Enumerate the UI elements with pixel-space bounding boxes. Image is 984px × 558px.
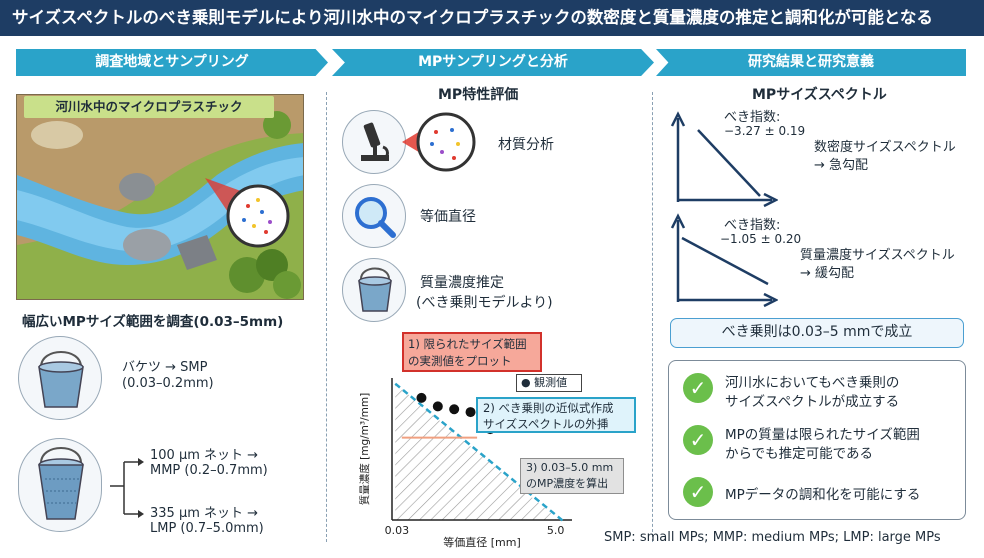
equivalent-diameter-label: 等価直径 [420, 209, 476, 225]
x-tick-label: 5.0 [547, 524, 565, 537]
number-spectrum-line2: → 急勾配 [814, 158, 869, 173]
microscope-icon [361, 122, 389, 161]
callout-step2-line2: サイズスペクトルの外挿 [483, 417, 609, 431]
river-illustration [16, 94, 304, 300]
mass-spectrum-graph [670, 213, 778, 308]
number-spectrum-line1: 数密度サイズスペクトル [814, 140, 956, 155]
bucket-icon [358, 267, 392, 312]
section-header-sampling-analysis: MPサンプリングと分析 [332, 49, 654, 76]
mass-estimation-label-line1: 質量濃度推定 [420, 275, 504, 291]
result3-line1: MPデータの調和化を可能にする [725, 487, 921, 503]
callout-step3-line1: 3) 0.03–5.0 mm [526, 461, 614, 474]
callout-step3-line2: のMP濃度を算出 [526, 477, 609, 490]
net335-text-line2: LMP (0.7–5.0mm) [150, 521, 264, 536]
net-icon [38, 447, 84, 520]
section-header-results: 研究結果と研究意義 [656, 49, 966, 76]
x-axis-label: 等価直径 [mm] [443, 535, 521, 548]
net100-text-line2: MMP (0.2–0.7mm) [150, 463, 268, 478]
check-icon: ✓ [683, 477, 713, 507]
callout-step1-line2: の実測値をプロット [408, 354, 512, 368]
callout-step2-line1: 2) べき乗則の近似式作成 [483, 401, 614, 415]
callout-step3: 3) 0.03–5.0 mm のMP濃度を算出 [520, 458, 624, 494]
callout-step1-line1: 1) 限られたサイズ範囲 [408, 337, 527, 351]
mass-bucket-circle [342, 258, 406, 322]
number-spectrum-graph [670, 111, 778, 208]
net100-text-line1: 100 μm ネット → [150, 448, 259, 463]
observed-point [449, 404, 460, 415]
bucket-text-line1: バケツ → SMP [122, 360, 208, 375]
result2-line2: からでも推定可能である [725, 446, 873, 462]
exponent2-value: −1.05 ± 0.20 [720, 232, 802, 246]
power-law-banner: べき乗則は0.03–5 mmで成立 [670, 318, 964, 348]
characterization-heading: MP特性評価 [438, 87, 519, 103]
result1-line2: サイズスペクトルが成立する [725, 394, 900, 410]
bucket-icon [38, 351, 84, 408]
check-icon: ✓ [683, 373, 713, 403]
size-spectrum-heading: MPサイズスペクトル [752, 87, 887, 103]
callout-step1: 1) 限られたサイズ範囲 の実測値をプロット [402, 332, 542, 372]
abbreviation-footnote: SMP: small MPs; MMP: medium MPs; LMP: la… [604, 530, 941, 545]
y-axis-label: 質量濃度 [mg/m³/mm] [358, 393, 371, 505]
observed-point [416, 392, 427, 403]
material-analysis-label: 材質分析 [498, 137, 554, 153]
exponent1-label: べき指数: [724, 110, 781, 125]
section-header-survey: 調査地域とサンプリング [16, 49, 328, 76]
observed-point [465, 407, 476, 418]
chart-legend: ● 観測値 [516, 374, 582, 392]
magnifier-icon [355, 197, 396, 238]
magnifier-callout-left [205, 178, 290, 248]
observed-point [432, 401, 443, 412]
result2-line1: MPの質量は限られたサイズ範囲 [725, 427, 920, 443]
column-divider-left [326, 92, 327, 542]
branch-connector [110, 458, 144, 518]
exponent2-label: べき指数: [724, 218, 781, 233]
mass-concentration-chart: 0.03 5.0 等価直径 [mm] 質量濃度 [mg/m³/mm] [358, 378, 572, 548]
result1-line1: 河川水においてもべき乗則の [725, 375, 900, 391]
mass-estimation-label-line2: (べき乗則モデルより) [416, 295, 553, 311]
page-title: サイズスペクトルのべき乗則モデルにより河川水中のマイクロプラスチックの数密度と質… [0, 0, 984, 36]
net335-text-line1: 335 μm ネット → [150, 506, 259, 521]
power-law-fit-line [394, 382, 567, 524]
microscope-circle [342, 110, 406, 174]
column-divider-right [652, 92, 653, 542]
river-label: 河川水中のマイクロプラスチック [24, 96, 274, 118]
survey-caption: 幅広いMPサイズ範囲を調査(0.03–5mm) [22, 314, 284, 330]
net-circle [18, 438, 102, 532]
bucket-circle [18, 336, 102, 420]
material-magnifier [402, 112, 476, 172]
check-icon: ✓ [683, 425, 713, 455]
x-tick-label: 0.03 [385, 524, 410, 537]
callout-step2: 2) べき乗則の近似式作成 サイズスペクトルの外挿 [476, 397, 636, 433]
bucket-text-line2: (0.03–0.2mm) [122, 376, 214, 391]
mass-spectrum-line1: 質量濃度サイズスペクトル [800, 248, 955, 263]
results-box: ✓ 河川水においてもべき乗則の サイズスペクトルが成立する ✓ MPの質量は限ら… [668, 360, 966, 520]
mass-spectrum-line2: → 緩勾配 [800, 266, 855, 281]
exponent1-value: −3.27 ± 0.19 [724, 124, 806, 138]
diameter-circle [342, 184, 406, 248]
